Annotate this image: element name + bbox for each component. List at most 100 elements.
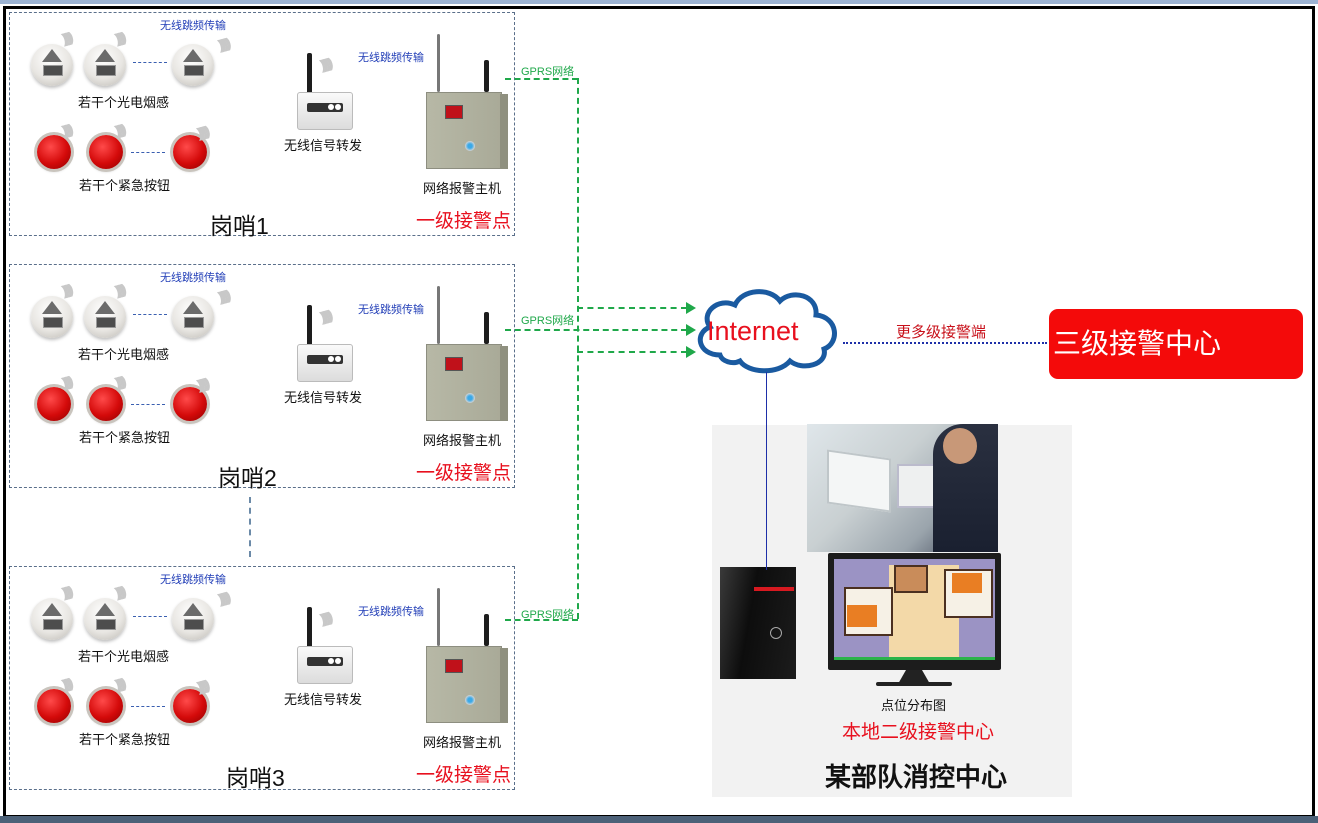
relay-antenna-icon: [307, 305, 312, 347]
host-antenna-icon: [437, 588, 440, 646]
post-2-smoke-label: 若干个光电烟感: [78, 347, 170, 362]
host-antenna-icon: [484, 312, 489, 344]
post-3-name: 岗哨3: [226, 765, 285, 791]
post-1-host-label: 网络报警主机: [423, 181, 502, 196]
smoke-detector-icon: [172, 296, 214, 338]
operator-photo: [807, 424, 998, 552]
arrow-head-icon: [686, 346, 696, 358]
wireless-relay-icon: [297, 646, 353, 684]
wireless-relay-icon: [297, 344, 353, 382]
post-3-level-label: 一级接警点: [416, 765, 512, 786]
officer-head: [943, 428, 977, 464]
smoke-detector-icon: [31, 44, 73, 86]
post-1-wireless-label-top: 无线跳频传输: [160, 20, 226, 32]
ellipsis-dash: [131, 706, 165, 707]
post-3-relay-label: 无线信号转发: [284, 692, 363, 707]
emergency-button-icon: [173, 689, 207, 723]
emergency-button-icon: [37, 387, 71, 421]
arrow-head-icon: [686, 302, 696, 314]
wireless-relay-icon: [297, 92, 353, 130]
post-2-host-label: 网络报警主机: [423, 433, 502, 448]
smoke-detector-icon: [31, 598, 73, 640]
post-2-box: [9, 264, 515, 488]
internet-label: Internet: [707, 316, 799, 346]
emergency-button-icon: [89, 689, 123, 723]
host-antenna-icon: [437, 34, 440, 92]
post-3-wireless-label-top: 无线跳频传输: [160, 574, 226, 586]
smoke-detector-icon: [84, 598, 126, 640]
computer-tower-icon: [720, 567, 796, 679]
monitor-status-strip: [834, 657, 995, 660]
smoke-detector-icon: [31, 296, 73, 338]
emergency-button-icon: [37, 135, 71, 169]
floorplan-screen: [834, 559, 995, 660]
alarm-host-icon: [426, 344, 502, 421]
more-levels-label: 更多级接警端: [896, 324, 987, 341]
post-1-name: 岗哨1: [210, 213, 269, 239]
post-3-wireless-label-relay: 无线跳频传输: [358, 606, 424, 618]
link-to-level3: [843, 342, 1047, 344]
floorplan-monitor-icon: [828, 553, 1001, 693]
post-1-relay-label: 无线信号转发: [284, 138, 363, 153]
ellipsis-dash: [131, 152, 165, 153]
post-2-wireless-label-relay: 无线跳频传输: [358, 304, 424, 316]
hp-logo-icon: [770, 627, 782, 639]
gprs-arrow-line-3: [577, 351, 687, 353]
emergency-button-icon: [89, 135, 123, 169]
ellipsis-dash: [133, 62, 167, 63]
post-1-smoke-label: 若干个光电烟感: [78, 95, 170, 110]
more-posts-ellipsis: [249, 497, 251, 557]
post-3-button-label: 若干个紧急按钮: [79, 732, 171, 747]
gprs-arrow-line-1: [577, 307, 687, 309]
smoke-detector-icon: [172, 44, 214, 86]
floorplan-bed: [847, 605, 877, 627]
alarm-host-icon: [426, 92, 502, 169]
post-1-box: [9, 12, 515, 236]
post-2-level-label: 一级接警点: [416, 463, 512, 484]
smoke-detector-icon: [84, 44, 126, 86]
diagram-frame: [3, 6, 1315, 818]
map-caption: 点位分布图: [881, 698, 947, 713]
relay-antenna-icon: [307, 53, 312, 95]
host-antenna-icon: [484, 60, 489, 92]
post-1-wireless-label-relay: 无线跳频传输: [358, 52, 424, 64]
monitor-base: [876, 682, 952, 686]
tower-red-stripe: [754, 587, 794, 591]
ellipsis-dash: [133, 616, 167, 617]
emergency-button-icon: [173, 135, 207, 169]
post-3-smoke-label: 若干个光电烟感: [78, 649, 170, 664]
host-antenna-icon: [437, 286, 440, 344]
window-top-bar: [0, 0, 1318, 4]
gprs-line-post-1: [505, 78, 578, 80]
post-1-level-label: 一级接警点: [416, 211, 512, 232]
post-2-gprs-label: GPRS网络: [521, 315, 575, 327]
smoke-detector-icon: [172, 598, 214, 640]
ellipsis-dash: [131, 404, 165, 405]
post-1-gprs-label: GPRS网络: [521, 66, 575, 78]
alarm-host-side: [500, 648, 508, 723]
level3-center-box: 三级接警中心: [1049, 309, 1303, 379]
control-center-title: 某部队消控中心: [825, 762, 1008, 792]
post-2-button-label: 若干个紧急按钮: [79, 430, 171, 445]
monitor-stand: [898, 670, 930, 684]
emergency-button-icon: [37, 689, 71, 723]
post-2-name: 岗哨2: [218, 465, 277, 491]
smoke-detector-icon: [84, 296, 126, 338]
arrow-head-icon: [686, 324, 696, 336]
alarm-host-side: [500, 346, 508, 421]
floorplan-bathroom: [894, 565, 928, 593]
console-screen: [827, 449, 891, 513]
emergency-button-icon: [89, 387, 123, 421]
internet-cloud-icon: [697, 289, 837, 374]
post-3-host-label: 网络报警主机: [423, 735, 502, 750]
alarm-host-side: [500, 94, 508, 169]
gprs-line-post-3: [505, 619, 578, 621]
post-3-gprs-label: GPRS网络: [521, 609, 575, 621]
ellipsis-dash: [133, 314, 167, 315]
relay-antenna-icon: [307, 607, 312, 649]
alarm-host-icon: [426, 646, 502, 723]
post-2-wireless-label-top: 无线跳频传输: [160, 272, 226, 284]
host-antenna-icon: [484, 614, 489, 646]
link-internet-to-center: [766, 372, 767, 570]
post-2-relay-label: 无线信号转发: [284, 390, 363, 405]
